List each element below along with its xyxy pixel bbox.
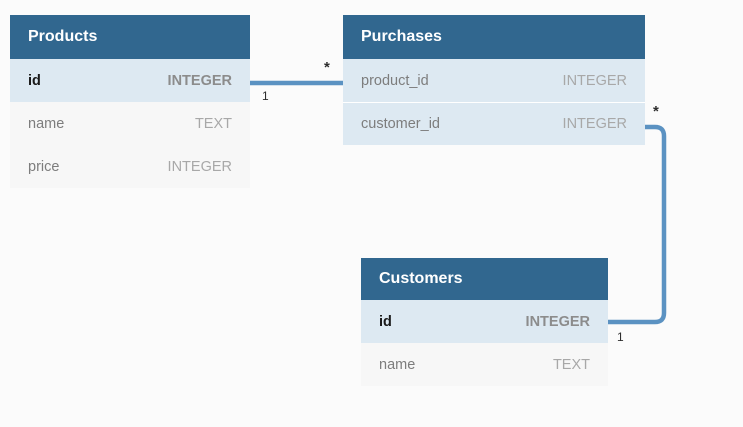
column-type: INTEGER bbox=[525, 313, 590, 330]
table-row[interactable]: id INTEGER bbox=[10, 59, 250, 102]
table-row[interactable]: name TEXT bbox=[10, 102, 250, 145]
entity-table-customers[interactable]: Customers id INTEGER name TEXT bbox=[361, 258, 608, 386]
table-row[interactable]: product_id INTEGER bbox=[343, 59, 645, 102]
column-type: INTEGER bbox=[562, 116, 627, 132]
column-type: INTEGER bbox=[167, 72, 232, 89]
column-type: INTEGER bbox=[562, 72, 627, 89]
column-type: TEXT bbox=[552, 356, 590, 373]
table-columns-customers: id INTEGER name TEXT bbox=[361, 300, 608, 386]
cardinality-purchases-many: * bbox=[324, 59, 330, 76]
table-row[interactable]: customer_id INTEGER bbox=[343, 102, 645, 145]
table-row[interactable]: id INTEGER bbox=[361, 300, 608, 343]
column-name: name bbox=[379, 356, 416, 373]
connector-purchases-customers bbox=[606, 124, 667, 325]
table-title-customers: Customers bbox=[361, 258, 608, 300]
column-name: id bbox=[379, 313, 392, 330]
column-name: name bbox=[28, 115, 65, 132]
table-title-purchases: Purchases bbox=[343, 15, 645, 59]
cardinality-products-one: 1 bbox=[262, 89, 269, 103]
table-row[interactable]: price INTEGER bbox=[10, 145, 250, 188]
table-row[interactable]: name TEXT bbox=[361, 343, 608, 386]
cardinality-purchases-customers-many: * bbox=[653, 103, 659, 120]
column-name: customer_id bbox=[361, 116, 440, 132]
table-columns-purchases: product_id INTEGER customer_id INTEGER bbox=[343, 59, 645, 145]
entity-table-purchases[interactable]: Purchases product_id INTEGER customer_id… bbox=[343, 15, 645, 145]
table-columns-products: id INTEGER name TEXT price INTEGER bbox=[10, 59, 250, 188]
column-type: INTEGER bbox=[167, 158, 232, 175]
column-name: product_id bbox=[361, 72, 429, 89]
column-type: TEXT bbox=[194, 115, 232, 132]
column-name: price bbox=[28, 158, 60, 175]
cardinality-customers-one: 1 bbox=[617, 330, 624, 344]
entity-table-products[interactable]: Products id INTEGER name TEXT price INTE… bbox=[10, 15, 250, 188]
column-name: id bbox=[28, 72, 41, 89]
table-title-products: Products bbox=[10, 15, 250, 59]
